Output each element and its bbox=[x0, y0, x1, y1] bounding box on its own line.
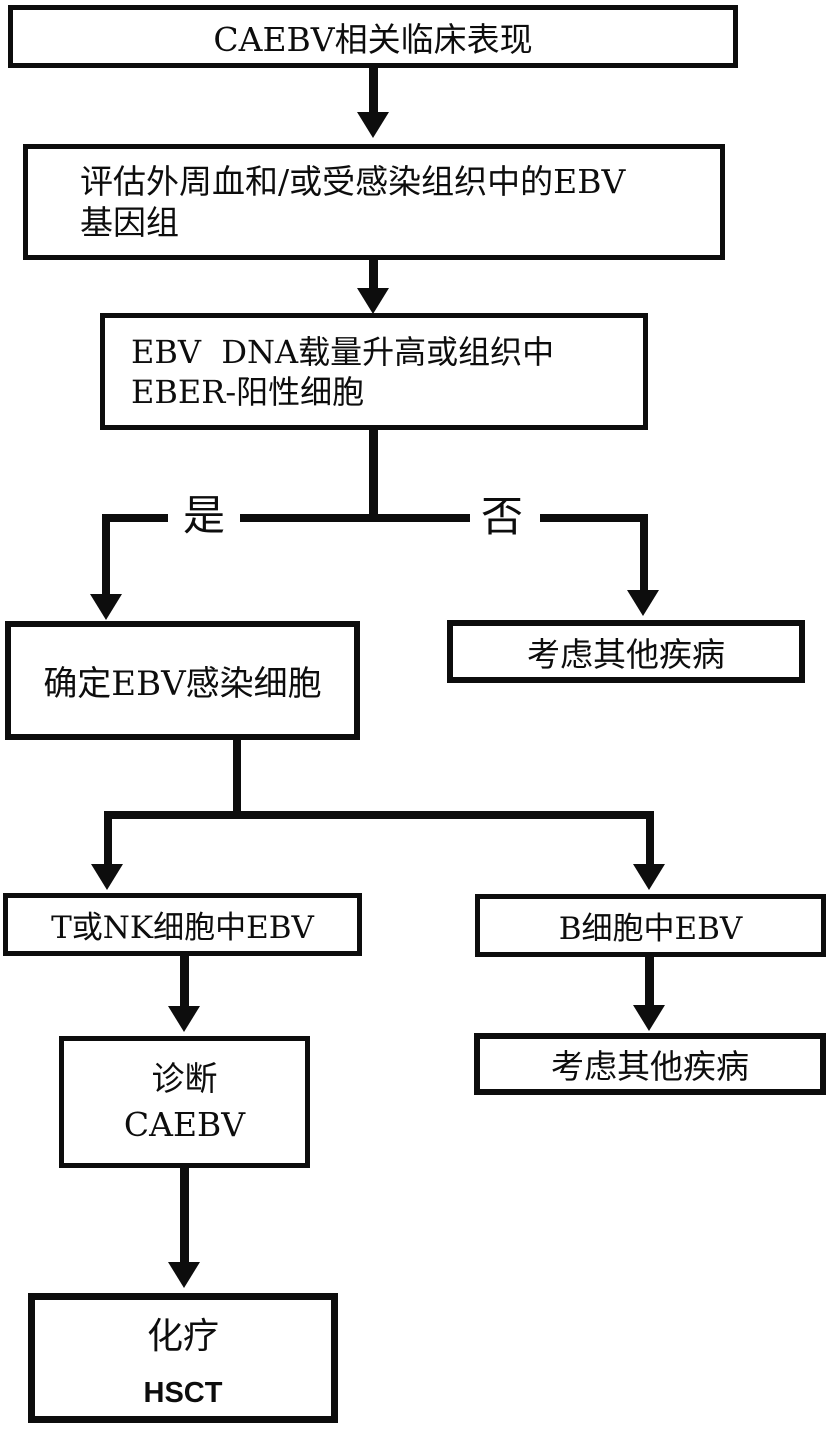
connector-b-to-consider-line bbox=[645, 956, 654, 1006]
connector-diagnose-to-treatment-arrowhead-icon bbox=[168, 1262, 200, 1288]
branch1-yes-drop-line bbox=[102, 514, 110, 596]
branch2-right-arrowhead-icon bbox=[633, 864, 665, 890]
node-confirm-infected-cells-label: 确定EBV感染细胞 bbox=[43, 664, 322, 704]
branch2-left-arrowhead-icon bbox=[91, 864, 123, 890]
node-ebv-dna-load-label: EBV DNA载量升高或组织中 EBER-阳性细胞 bbox=[131, 332, 555, 411]
connector-diagnose-to-treatment-line bbox=[180, 1167, 189, 1263]
connector-b-to-consider-arrowhead-icon bbox=[633, 1005, 665, 1031]
node-ebv-in-b-cells-label: B细胞中EBV bbox=[558, 911, 743, 947]
node-consider-other-diseases-1-label: 考虑其他疾病 bbox=[527, 634, 725, 674]
branch1-no-drop-line bbox=[640, 514, 648, 592]
branch2-right-drop-line bbox=[646, 811, 654, 866]
node-clinical-manifestations: CAEBV相关临床表现 bbox=[8, 5, 738, 68]
branch2-horizontal-line bbox=[104, 811, 654, 819]
branch1-horizontal-segment-left bbox=[102, 514, 168, 522]
node-consider-other-diseases-2: 考虑其他疾病 bbox=[474, 1033, 826, 1095]
branch1-yes-arrowhead-icon bbox=[90, 594, 122, 620]
node-confirm-infected-cells: 确定EBV感染细胞 bbox=[5, 621, 360, 740]
node-consider-other-diseases-2-label: 考虑其他疾病 bbox=[551, 1047, 749, 1086]
node-diagnose-caebv-label: 诊断 CAEBV bbox=[123, 1059, 246, 1144]
branch1-horizontal-segment-middle bbox=[240, 514, 470, 522]
edge-label-no: 否 bbox=[476, 496, 528, 538]
node-assess-ebv-genome-label: 评估外周血和/或受感染组织中的EBV 基因组 bbox=[80, 162, 626, 242]
branch2-left-drop-line bbox=[104, 811, 112, 866]
branch1-stem-line bbox=[369, 429, 378, 522]
node-ebv-dna-load: EBV DNA载量升高或组织中 EBER-阳性细胞 bbox=[100, 313, 648, 430]
connector-clinical-to-assess-arrowhead-icon bbox=[357, 112, 389, 138]
connector-assess-to-ebvdna-line bbox=[369, 259, 378, 289]
connector-tnk-to-diagnose-line bbox=[180, 955, 189, 1007]
node-treatment-chemo-label: 化疗 bbox=[146, 1315, 219, 1357]
connector-clinical-to-assess-line bbox=[369, 67, 378, 113]
edge-label-yes: 是 bbox=[178, 495, 230, 537]
node-treatment-hsct-label: HSCT bbox=[143, 1376, 223, 1409]
branch1-horizontal-segment-right bbox=[540, 514, 648, 522]
node-ebv-in-t-nk-cells-label: T或NK细胞中EBV bbox=[51, 910, 314, 946]
node-ebv-in-b-cells: B细胞中EBV bbox=[475, 894, 826, 957]
connector-tnk-to-diagnose-arrowhead-icon bbox=[168, 1006, 200, 1032]
node-diagnose-caebv: 诊断 CAEBV bbox=[59, 1036, 310, 1168]
node-treatment: 化疗 HSCT bbox=[28, 1293, 338, 1423]
branch1-no-arrowhead-icon bbox=[627, 590, 659, 616]
node-assess-ebv-genome: 评估外周血和/或受感染组织中的EBV 基因组 bbox=[23, 144, 725, 260]
connector-assess-to-ebvdna-arrowhead-icon bbox=[357, 288, 389, 314]
node-consider-other-diseases-1: 考虑其他疾病 bbox=[447, 620, 805, 683]
node-ebv-in-t-nk-cells: T或NK细胞中EBV bbox=[3, 893, 362, 956]
branch2-stem-line bbox=[233, 739, 241, 819]
node-clinical-manifestations-label: CAEBV相关临床表现 bbox=[213, 19, 533, 59]
